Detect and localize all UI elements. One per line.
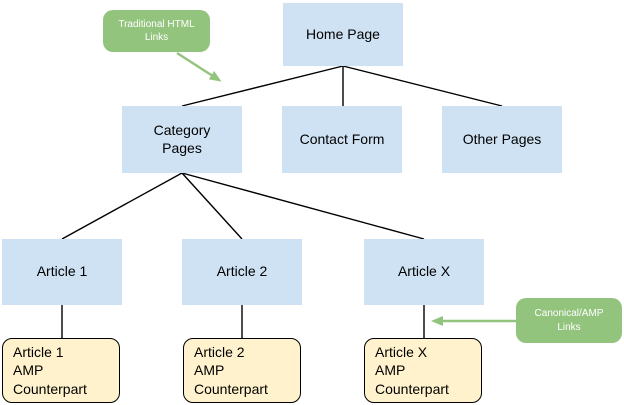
callout-label: Canonical/AMP Links [534,308,604,333]
node-label: Other Pages [462,130,542,147]
node-other-pages: Other Pages [442,106,562,173]
node-home-page: Home Page [283,3,403,66]
node-article-2: Article 2 [182,239,302,305]
callout-label: Traditional HTML Links [118,18,195,44]
node-article-x: Article X [364,239,484,305]
node-article-1: Article 1 [2,239,122,305]
callout-canonical-amp-links: Canonical/AMP Links [516,298,622,343]
node-label: Article X [397,263,451,280]
node-label: Category Pages [153,122,211,156]
node-article-x-amp-counterpart: Article X AMP Counterpart [364,338,482,403]
node-label: Article 1 AMP Counterpart [13,344,87,397]
node-category-pages: Category Pages [122,106,242,173]
node-contact-form: Contact Form [282,106,402,173]
node-label: Article 2 AMP Counterpart [194,344,268,397]
node-label: Article 2 [216,263,268,280]
node-article-2-amp-counterpart: Article 2 AMP Counterpart [183,338,301,403]
node-label: Article X AMP Counterpart [375,344,449,397]
node-label: Home Page [306,25,380,42]
node-label: Article 1 [36,263,88,280]
callout-traditional-html-links: Traditional HTML Links [103,10,210,52]
node-label: Contact Form [299,130,385,147]
node-article-1-amp-counterpart: Article 1 AMP Counterpart [2,338,120,403]
